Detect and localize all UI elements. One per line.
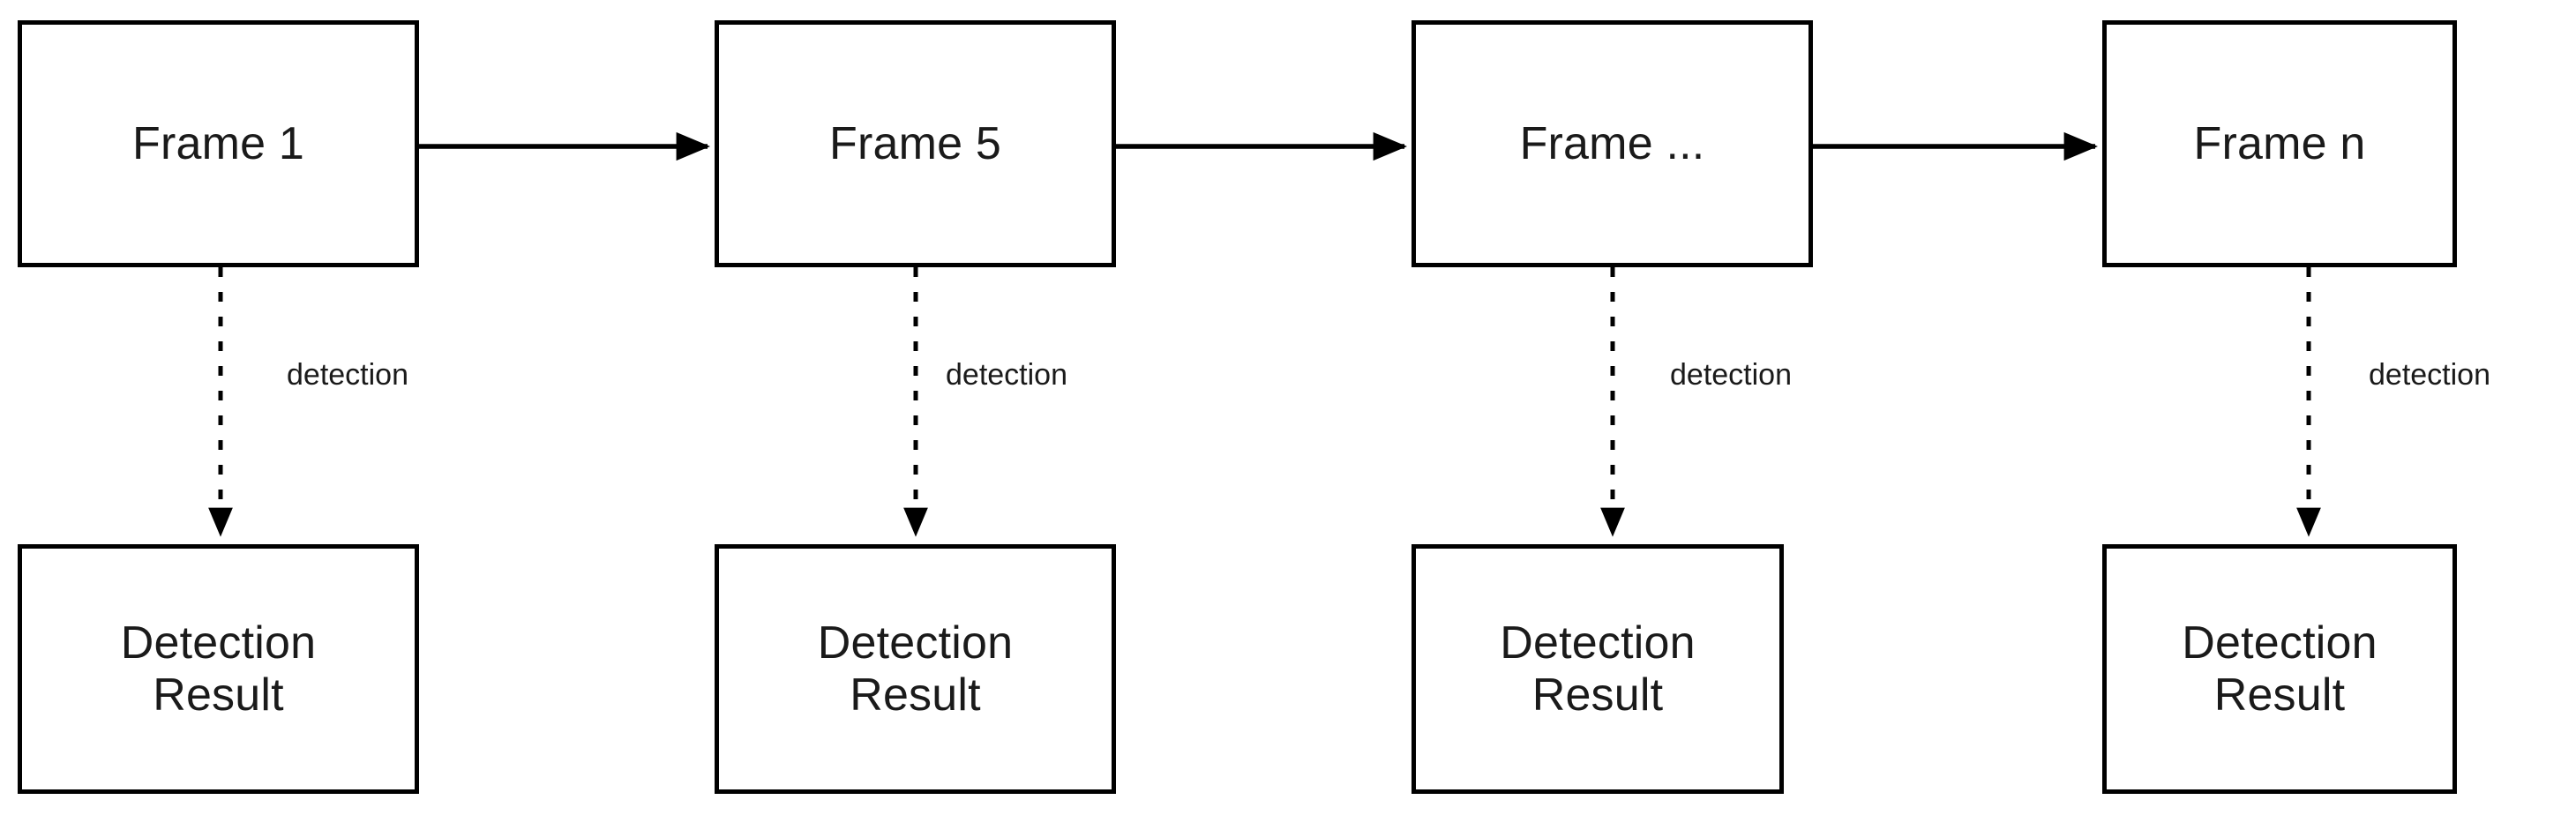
frame-node-label: Frame 1 — [131, 117, 304, 169]
detection-result-node-4[interactable]: Detection Result — [2102, 544, 2457, 794]
frame-node-label: Frame n — [2193, 117, 2366, 169]
frame-node-2[interactable]: Frame 5 — [715, 20, 1116, 267]
detection-result-label: Detection Result — [2182, 617, 2378, 721]
frame-node-label: Frame ... — [1519, 117, 1705, 169]
detection-result-node-3[interactable]: Detection Result — [1412, 544, 1784, 794]
detection-result-node-1[interactable]: Detection Result — [18, 544, 419, 794]
detection-edge-label-1: detection — [287, 358, 408, 392]
frame-node-1[interactable]: Frame 1 — [18, 20, 419, 267]
detection-result-label: Detection Result — [120, 617, 317, 721]
detection-edge-label-3: detection — [1670, 358, 1792, 392]
detection-edge-label-4: detection — [2369, 358, 2490, 392]
frame-node-label: Frame 5 — [828, 117, 1001, 169]
frame-node-3[interactable]: Frame ... — [1412, 20, 1813, 267]
detection-edge-label-2: detection — [946, 358, 1067, 392]
frame-node-4[interactable]: Frame n — [2102, 20, 2457, 267]
detection-result-label: Detection Result — [1500, 617, 1696, 721]
detection-result-node-2[interactable]: Detection Result — [715, 544, 1116, 794]
detection-result-label: Detection Result — [817, 617, 1014, 721]
